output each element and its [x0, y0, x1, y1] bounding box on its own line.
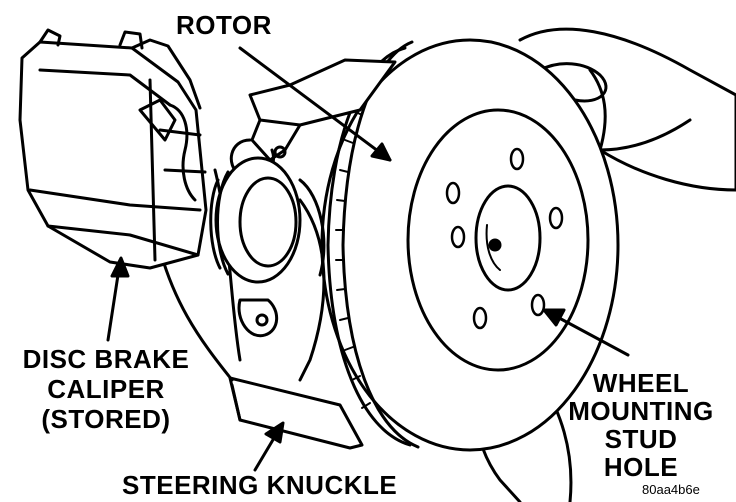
caliper-label-line-3: (STORED) [41, 404, 171, 434]
stud-hole-label-line-1: WHEEL [592, 368, 690, 398]
stud-hole-label: WHEEL MOUNTING STUD HOLE [556, 370, 726, 480]
stud-hole-label-line-2: MOUNTING [568, 396, 714, 426]
rotor [320, 38, 620, 452]
caliper-label-line-2: CALIPER [47, 374, 165, 404]
steering-knuckle-label: STEERING KNUCKLE [122, 470, 398, 500]
disc-brake-caliper [18, 28, 208, 270]
caliper-label: DISC BRAKE CALIPER (STORED) [10, 346, 202, 432]
caliper-label-line-1: DISC BRAKE [22, 344, 190, 374]
hub-bearing [209, 156, 326, 284]
stud-hole-label-line-4: HOLE [603, 452, 679, 482]
stud-holes [445, 147, 564, 330]
leader-arrows [106, 46, 630, 472]
rotor-label: ROTOR [176, 10, 272, 40]
figure-code: 80aa4b6e [642, 482, 700, 497]
stud-hole-label-line-3: STUD [604, 424, 678, 454]
upper-hand [518, 27, 736, 192]
